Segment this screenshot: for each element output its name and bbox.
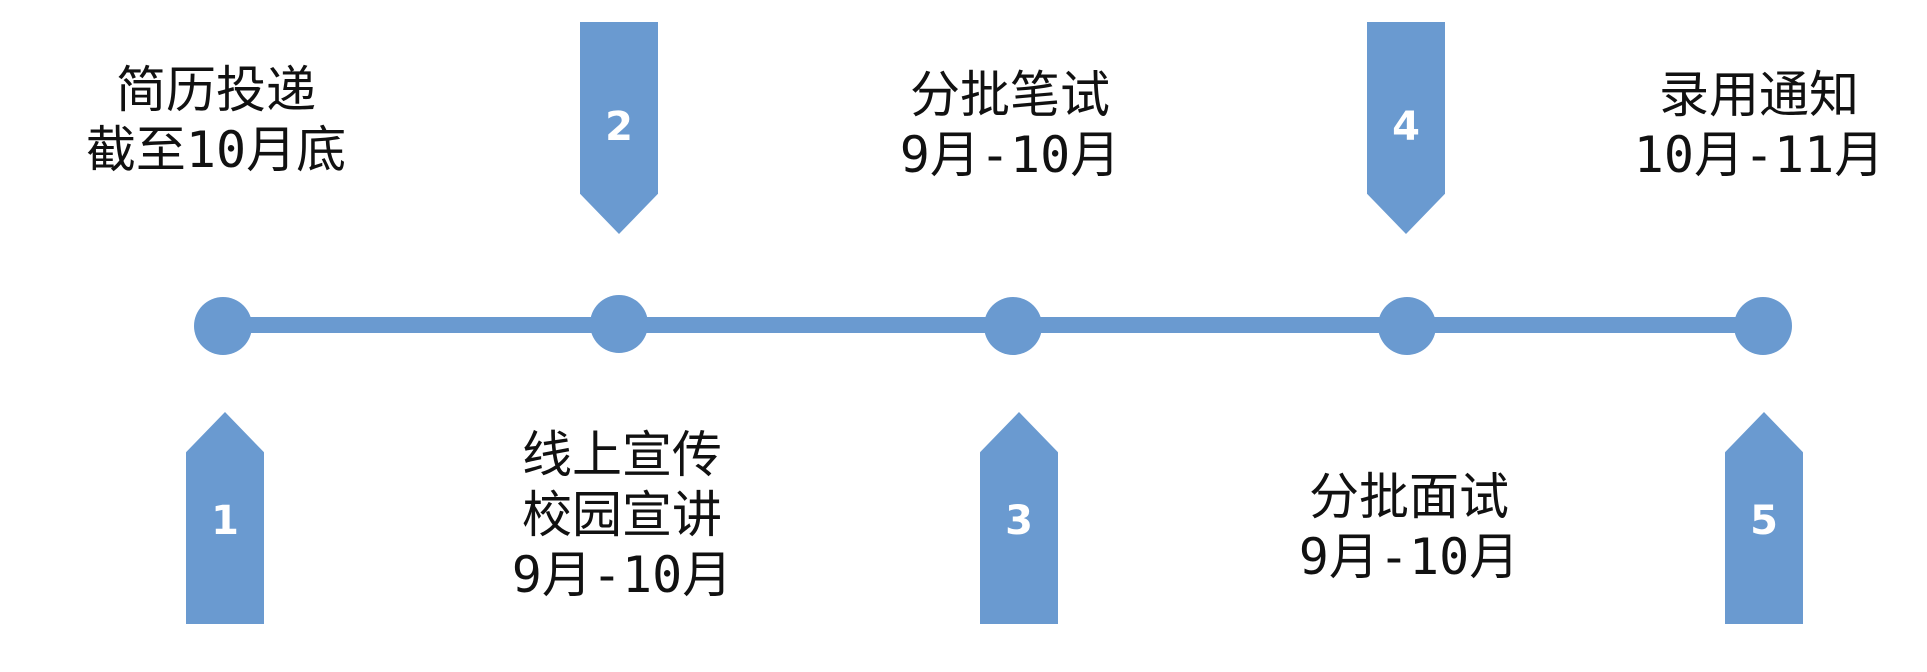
step-5-arrow: 5 [1725, 412, 1803, 624]
step-1-number: 1 [211, 498, 239, 544]
step-3-arrow: 3 [980, 412, 1058, 624]
timeline-node-2 [590, 295, 648, 353]
step-4-number: 4 [1392, 104, 1420, 150]
step-2-date: 9月-10月 [511, 546, 733, 604]
step-1-date: 截至10月底 [85, 121, 347, 179]
step-4-arrow: 4 [1367, 22, 1445, 234]
step-1-label: 简历投递 截至10月底 [86, 60, 346, 180]
step-1-arrow: 1 [186, 412, 264, 624]
step-5-number: 5 [1750, 498, 1778, 544]
step-5-label: 录用通知 10月-11月 [1634, 65, 1885, 185]
timeline-node-4 [1378, 297, 1436, 355]
step-2-number: 2 [605, 104, 633, 150]
step-3-number: 3 [1005, 498, 1033, 544]
timeline-node-1 [194, 297, 252, 355]
step-3-title: 分批笔试 [909, 66, 1110, 124]
timeline-node-5 [1734, 297, 1792, 355]
step-4-date: 9月-10月 [1298, 528, 1520, 586]
step-4-label: 分批面试 9月-10月 [1299, 467, 1519, 587]
timeline-node-3 [984, 297, 1042, 355]
step-2-arrow: 2 [580, 22, 658, 234]
step-5-title: 录用通知 [1658, 66, 1859, 124]
step-5-date: 10月-11月 [1633, 126, 1885, 184]
step-3-date: 9月-10月 [899, 126, 1121, 184]
step-4-title: 分批面试 [1308, 468, 1509, 526]
step-2-subtitle: 校园宣讲 [521, 486, 722, 544]
step-2-label: 线上宣传 校园宣讲 9月-10月 [512, 425, 732, 605]
step-3-label: 分批笔试 9月-10月 [900, 65, 1120, 185]
step-2-title: 线上宣传 [521, 426, 722, 484]
step-1-title: 简历投递 [116, 61, 316, 119]
